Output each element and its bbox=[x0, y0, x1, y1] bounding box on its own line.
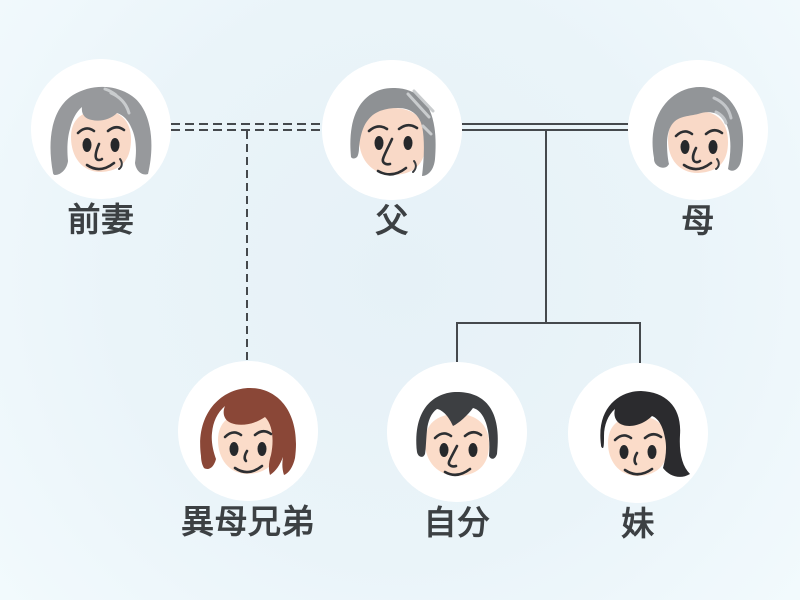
person-sister: 妹 bbox=[568, 363, 708, 542]
self-label: 自分 bbox=[423, 503, 491, 542]
father-portrait-icon bbox=[322, 60, 462, 200]
person-self: 自分 bbox=[387, 362, 527, 541]
person-half-sibling: 異母兄弟 bbox=[178, 361, 318, 540]
mother-label: 母 bbox=[681, 201, 715, 240]
sister-label: 妹 bbox=[621, 504, 655, 543]
father-label: 父 bbox=[375, 201, 409, 240]
person-exwife: 前妻 bbox=[31, 59, 171, 238]
person-father: 父 bbox=[322, 60, 462, 239]
half-sibling-portrait-icon bbox=[178, 361, 318, 501]
mother-portrait-icon bbox=[628, 60, 768, 200]
exwife-label: 前妻 bbox=[67, 200, 135, 239]
half-sibling-label: 異母兄弟 bbox=[181, 502, 315, 541]
self-portrait-icon bbox=[387, 362, 527, 502]
person-mother: 母 bbox=[628, 60, 768, 239]
exwife-portrait-icon bbox=[31, 59, 171, 199]
sister-portrait-icon bbox=[568, 363, 708, 503]
